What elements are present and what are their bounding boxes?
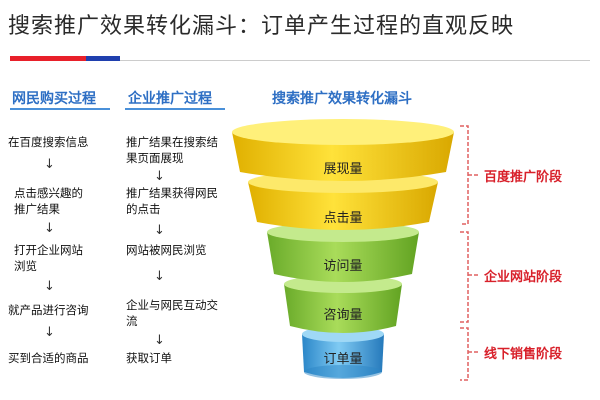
down-arrow-icon: ↓ — [154, 269, 165, 284]
down-arrow-icon: ↓ — [44, 221, 55, 236]
down-arrow-icon: ↓ — [44, 157, 55, 172]
enterprise-heading-underline — [125, 108, 225, 110]
page-title: 搜索推广效果转化漏斗：订单产生过程的直观反映 — [8, 14, 515, 39]
consumer-step-5: 买到合适的商品 — [8, 351, 89, 365]
enterprise-step-1: 推广结果在搜索结果页面展现 — [126, 135, 218, 165]
stage-label-website: 企业网站阶段 — [484, 270, 563, 285]
down-arrow-icon: ↓ — [44, 325, 55, 340]
down-arrow-icon: ↓ — [44, 279, 55, 294]
title-underline-red — [10, 56, 86, 61]
funnel-heading: 搜索推广效果转化漏斗 — [272, 91, 412, 107]
consumer-step-2: 点击感兴趣的推广结果 — [14, 186, 83, 216]
down-arrow-icon: ↓ — [154, 169, 165, 184]
enterprise-column-heading: 企业推广过程 — [128, 91, 212, 107]
consumer-step-4: 就产品进行咨询 — [8, 303, 89, 317]
consumer-step-3: 打开企业网站浏览 — [14, 243, 83, 273]
down-arrow-icon: ↓ — [154, 333, 165, 348]
title-underline-blue — [86, 56, 120, 61]
enterprise-step-4: 企业与网民互动交流 — [126, 298, 218, 328]
stage-label-offline: 线下销售阶段 — [484, 347, 563, 362]
consumer-column-heading: 网民购买过程 — [12, 91, 96, 107]
funnel-label-impressions: 展现量 — [323, 162, 363, 177]
enterprise-step-5: 获取订单 — [126, 351, 172, 365]
funnel-label-orders: 订单量 — [323, 352, 363, 367]
enterprise-step-2: 推广结果获得网民的点击 — [126, 186, 218, 216]
funnel-label-inquiries: 咨询量 — [323, 308, 363, 323]
consumer-heading-underline — [10, 108, 110, 110]
down-arrow-icon: ↓ — [154, 223, 165, 238]
enterprise-step-3: 网站被网民浏览 — [126, 243, 207, 257]
title-divider — [120, 60, 590, 61]
funnel-label-visits: 访问量 — [323, 259, 363, 274]
funnel-label-clicks: 点击量 — [323, 211, 363, 226]
stage-label-baidu: 百度推广阶段 — [484, 170, 563, 185]
consumer-step-1: 在百度搜索信息 — [8, 135, 89, 149]
